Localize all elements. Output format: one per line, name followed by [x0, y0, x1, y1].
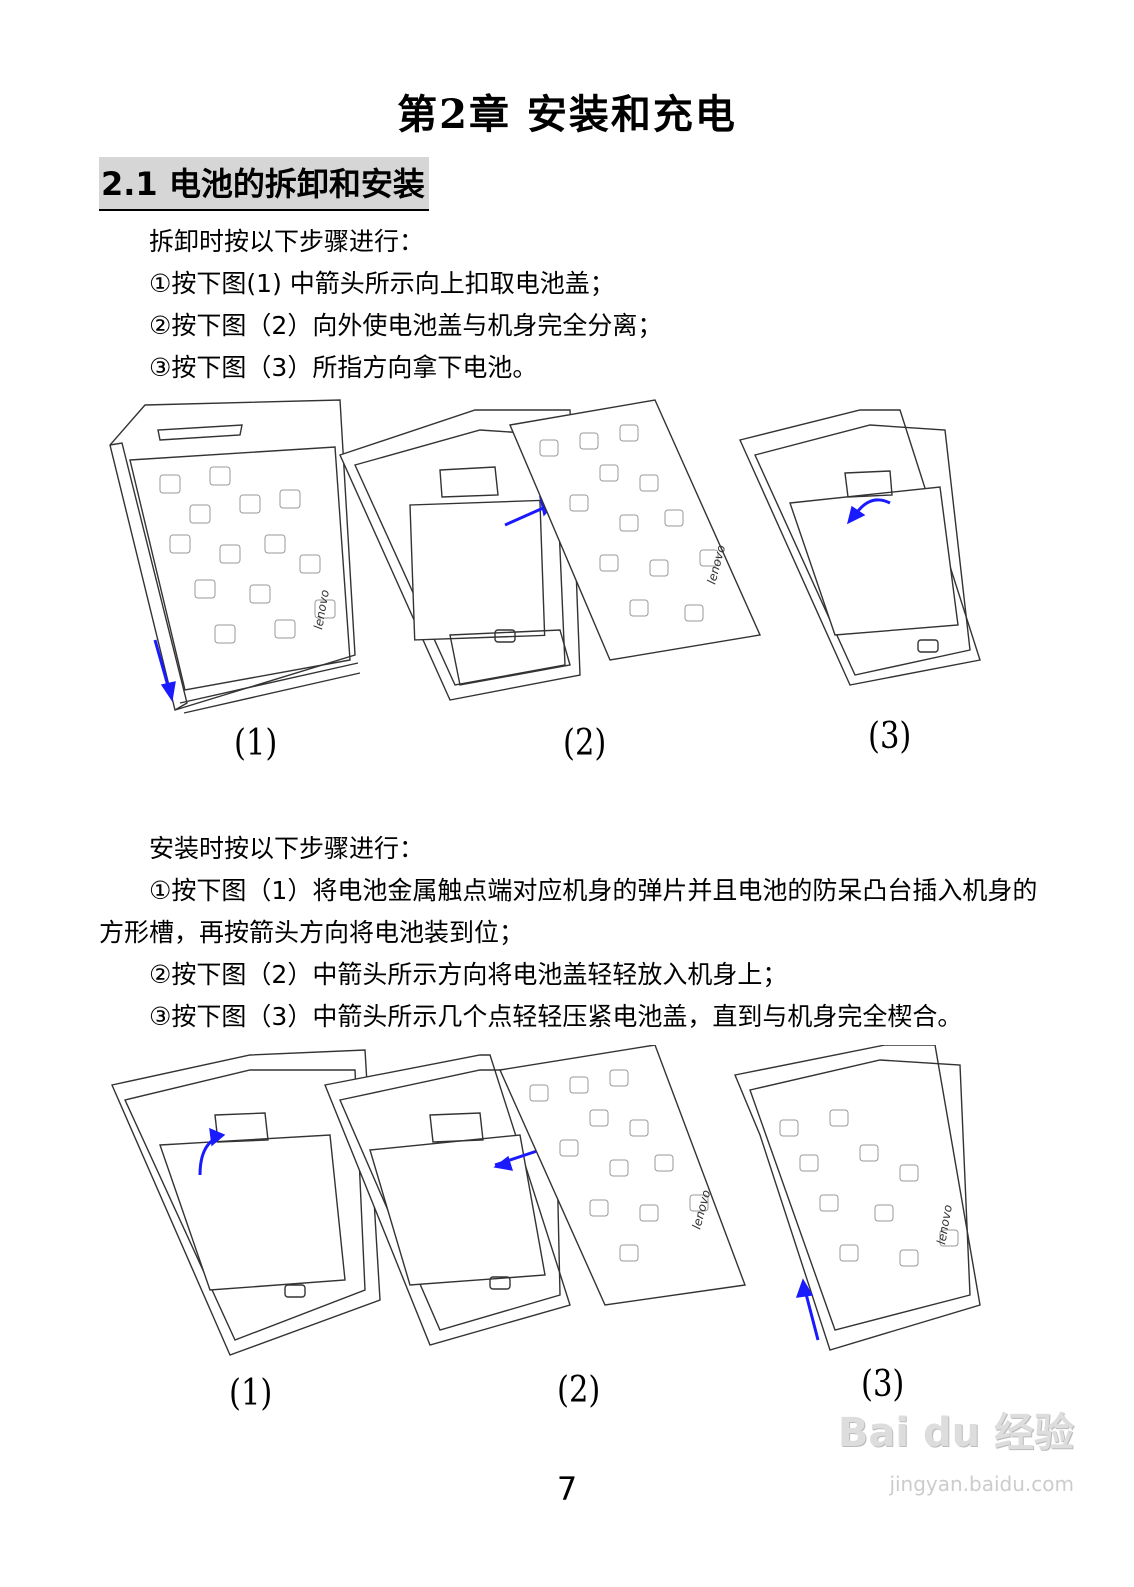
install-step-1: ①按下图（1）将电池金属触点端对应机身的弹片并且电池的防呆凸台插入机身的方形槽，…: [99, 876, 1038, 947]
watermark-brand: Bai du 经验: [837, 1410, 1074, 1456]
removal-fig2-cover: lenovo: [509, 399, 762, 661]
lenovo-logo: lenovo: [934, 1204, 955, 1246]
removal-caption-2: (2): [563, 723, 607, 764]
removal-steps: 拆卸时按以下步骤进行： ①按下图(1) 中箭头所示向上扣取电池盖； ②按下图（2…: [99, 221, 1044, 389]
removal-fig2-phone: [339, 409, 581, 701]
section-title: 2.1 电池的拆卸和安装: [99, 157, 429, 211]
install-illustration: lenovo lenovo: [111, 1045, 981, 1356]
removal-step-2: ②按下图（2）向外使电池盖与机身完全分离；: [149, 311, 663, 340]
arrow-left-icon: [493, 1155, 514, 1171]
install-caption-2: (2): [557, 1370, 601, 1411]
arrow-down-icon: [160, 681, 176, 702]
arrow-up-icon: [795, 1278, 814, 1298]
lenovo-logo: lenovo: [311, 589, 332, 631]
arrow-curved-icon: [846, 505, 866, 525]
install-fig2-phone: [324, 1054, 571, 1346]
removal-step-intro: 拆卸时按以下步骤进行：: [149, 227, 425, 256]
baidu-watermark: Bai du 经验 jingyan.baidu.com: [838, 1400, 1074, 1496]
install-caption-1: (1): [229, 1373, 273, 1414]
removal-step-3: ③按下图（3）所指方向拿下电池。: [149, 353, 538, 382]
install-fig1-phone: [111, 1049, 381, 1356]
install-step-2: ②按下图（2）中箭头所示方向将电池盖轻轻放入机身上；: [149, 960, 788, 989]
install-steps: 安装时按以下步骤进行： ①按下图（1）将电池金属触点端对应机身的弹片并且电池的防…: [99, 828, 1044, 1038]
removal-step-1: ①按下图(1) 中箭头所示向上扣取电池盖；: [149, 269, 615, 298]
arrow-curved-icon: [209, 1127, 226, 1147]
watermark-url: jingyan.baidu.com: [889, 1472, 1074, 1496]
install-fig3-phone: lenovo: [734, 1045, 981, 1351]
install-step-intro: 安装时按以下步骤进行：: [149, 834, 425, 863]
removal-fig3-phone: [739, 409, 981, 686]
removal-caption-1: (1): [234, 723, 278, 764]
removal-fig1-phone: lenovo: [109, 399, 361, 714]
chapter-title: 第2章 安装和充电: [397, 91, 737, 138]
install-step-3: ③按下图（3）中箭头所示几个点轻轻压紧电池盖，直到与机身完全楔合。: [149, 1002, 963, 1031]
install-fig2-cover: lenovo: [498, 1045, 746, 1306]
install-caption-3: (3): [861, 1364, 905, 1405]
page-number: 7: [556, 1470, 578, 1508]
removal-caption-3: (3): [868, 716, 912, 757]
removal-illustration: lenovo lenovo: [109, 399, 981, 714]
